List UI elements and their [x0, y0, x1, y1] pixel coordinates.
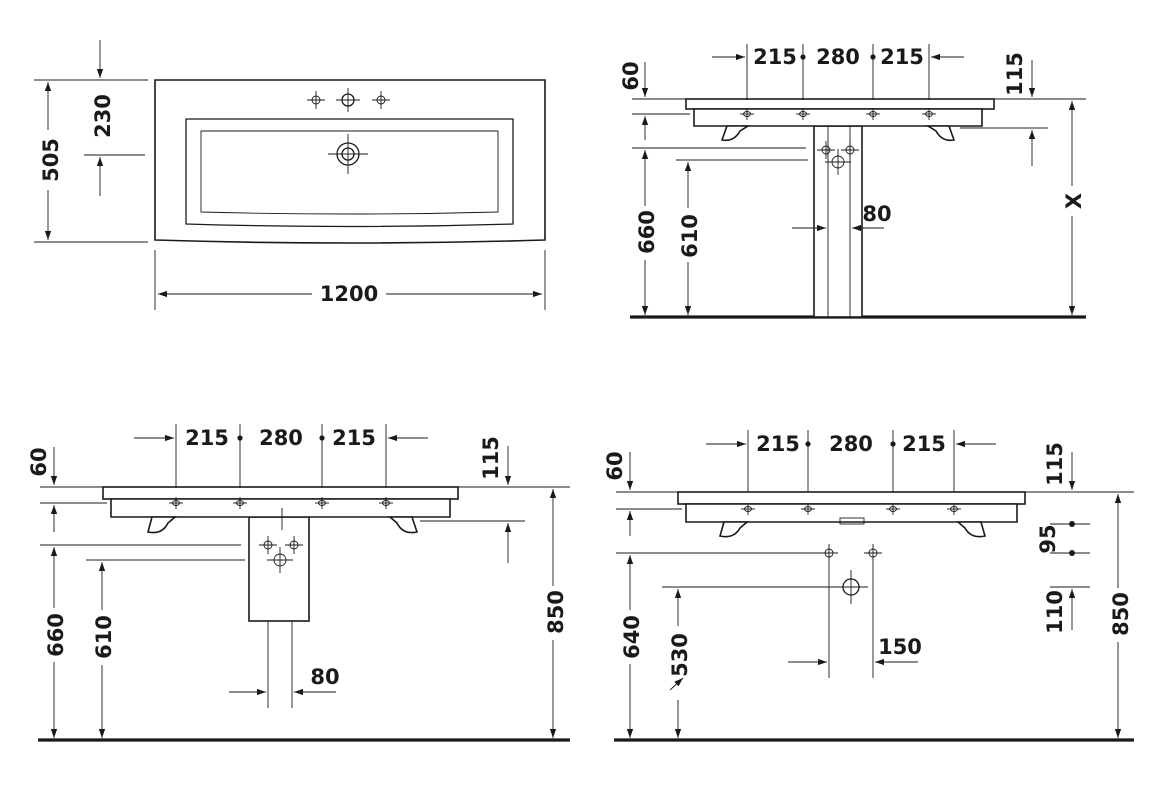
basin-foot-left — [147, 516, 178, 534]
supply-hole-icon — [819, 543, 839, 563]
dim-80-label: 80 — [862, 202, 891, 226]
dim-215-right-label: 215 — [332, 426, 376, 450]
dim-60-label: 60 — [27, 447, 51, 476]
basin-rim — [102, 486, 459, 500]
front-view-waste-positions: 215 280 215 60 115 95 110 850 640 — [603, 430, 1134, 742]
drain-hole-icon — [328, 134, 368, 174]
dim-150-label: 150 — [878, 635, 922, 659]
dim-230-label: 230 — [91, 94, 115, 138]
dim-280-label: 280 — [829, 432, 873, 456]
dim-530-label: 530 — [668, 633, 692, 677]
basin-foot-right — [955, 521, 987, 538]
dim-850-label: 850 — [1109, 592, 1133, 636]
dim-110-label: 110 — [1043, 590, 1067, 634]
basin-rim — [685, 98, 995, 110]
basin-rim — [677, 491, 1026, 505]
dim-95-label: 95 — [1036, 524, 1060, 553]
dim-60-label: 60 — [603, 451, 627, 480]
dim-115-label: 115 — [479, 436, 503, 480]
top-view: 505 230 1200 — [34, 40, 546, 310]
dim-215-left-label: 215 — [185, 426, 229, 450]
dim-850-label: 850 — [544, 590, 568, 634]
front-view-pedestal: 215 280 215 60 115 X 660 610 80 — [619, 44, 1086, 319]
basin-foot-left — [718, 521, 750, 538]
overflow-slot — [839, 517, 865, 525]
dim-505-label: 505 — [39, 138, 63, 182]
diagonal-arrow-icon — [669, 677, 684, 691]
dim-x-label: X — [1062, 193, 1086, 209]
basin-body — [693, 108, 983, 127]
basin-foot-left — [720, 125, 751, 142]
dim-660-label: 660 — [635, 210, 659, 254]
tap-hole-center-icon — [336, 88, 360, 112]
dim-610-label: 610 — [678, 214, 702, 258]
siphon-cover — [248, 516, 310, 622]
basin-foot-right — [387, 516, 419, 534]
front-view-wall-hung: 215 280 215 60 115 850 660 610 8 — [27, 424, 570, 742]
dim-280-label: 280 — [259, 426, 303, 450]
dim-60-label: 60 — [619, 61, 643, 90]
dim-660-label: 660 — [44, 613, 68, 657]
dim-610-label: 610 — [92, 615, 116, 659]
dim-215-right-label: 215 — [902, 432, 946, 456]
dim-215-right-label: 215 — [880, 45, 924, 69]
basin-bowl-inner — [200, 130, 499, 215]
dim-640-label: 640 — [620, 615, 644, 659]
basin-bowl-outer — [185, 118, 514, 228]
dim-115-label: 115 — [1003, 52, 1027, 96]
dim-1200-label: 1200 — [320, 282, 378, 306]
basin-body — [110, 498, 451, 518]
dim-115-label: 115 — [1043, 442, 1067, 486]
basin-outline — [154, 79, 546, 244]
supply-hole-icon — [863, 543, 883, 563]
dim-215-left-label: 215 — [756, 432, 800, 456]
dim-80-label: 80 — [310, 665, 339, 689]
basin-body — [685, 503, 1018, 523]
dim-280-label: 280 — [816, 45, 860, 69]
dim-215-left-label: 215 — [753, 45, 797, 69]
basin-foot-right — [925, 125, 956, 142]
